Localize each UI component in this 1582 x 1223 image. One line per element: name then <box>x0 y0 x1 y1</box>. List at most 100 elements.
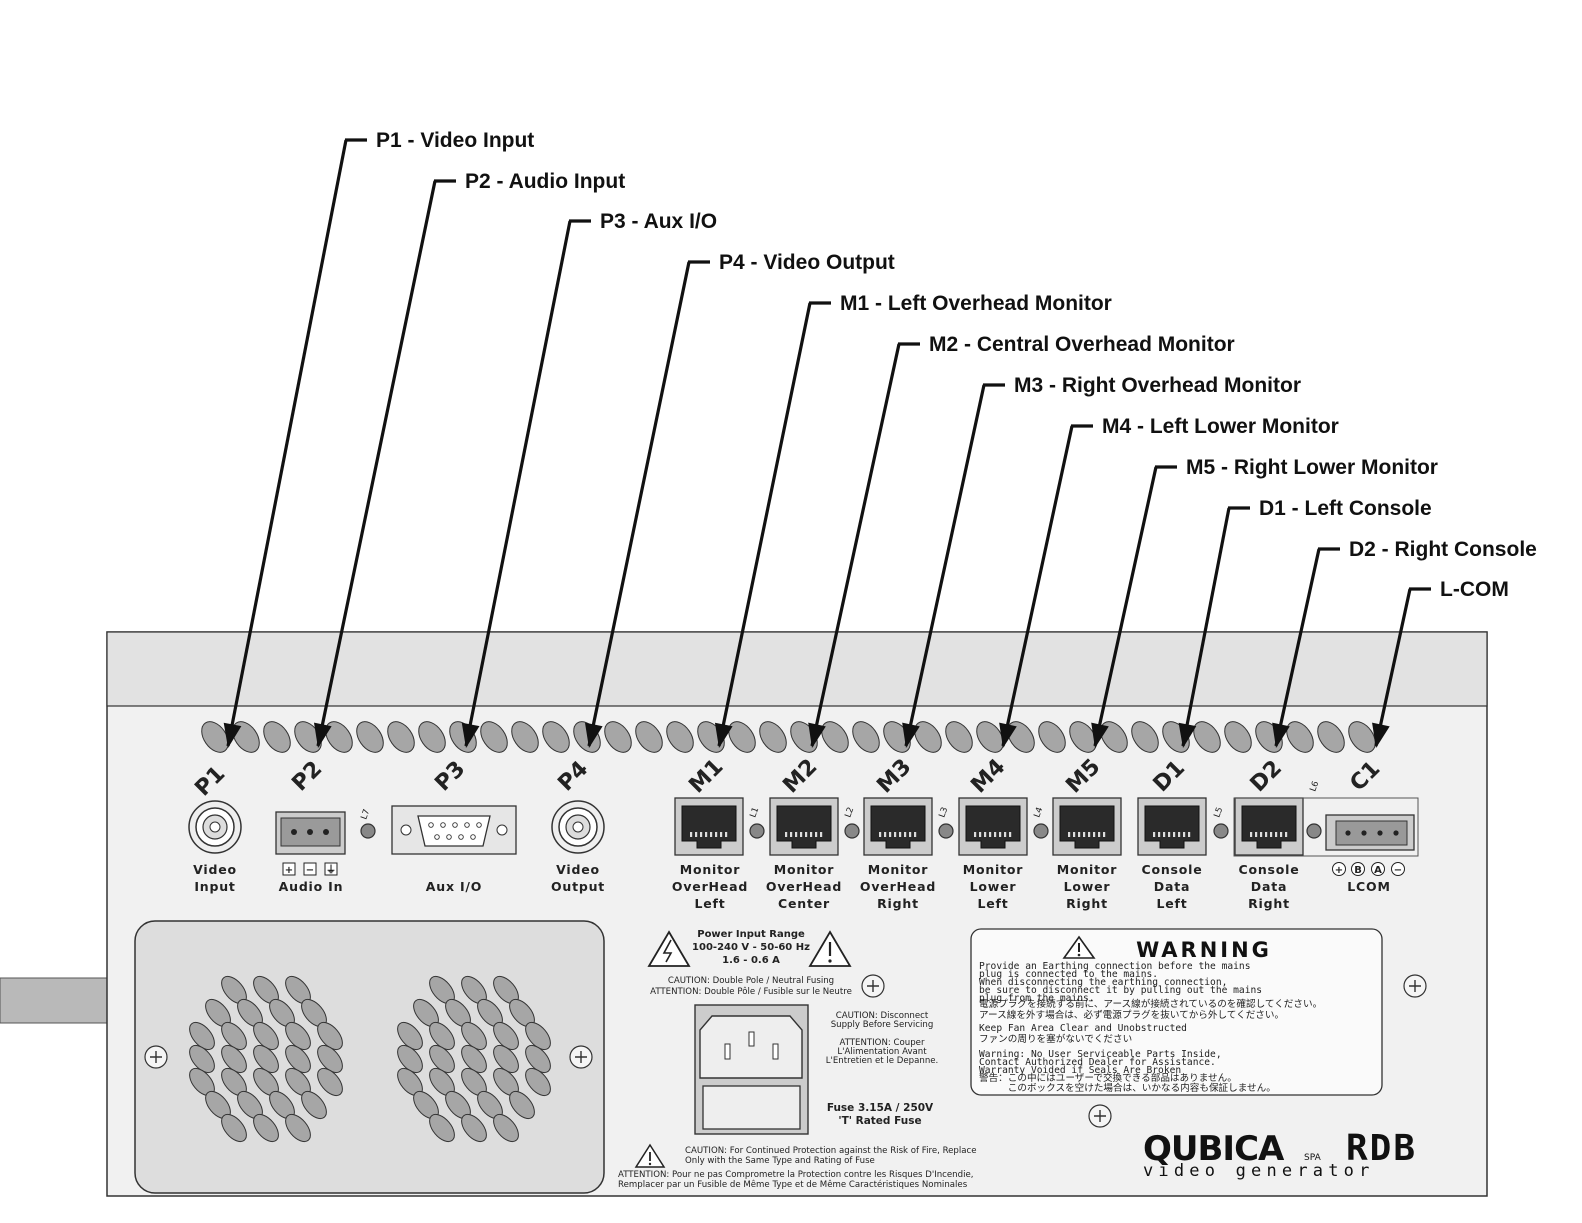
vent-slot <box>356 721 384 753</box>
fan-vent-slot <box>221 1113 247 1143</box>
vent-slot <box>1224 721 1252 753</box>
lcom-symbol-b: B <box>1354 865 1362 876</box>
fan-vent-slot <box>461 1113 487 1143</box>
top-strip <box>106 631 1488 707</box>
fire-fr-line-2: Remplacer par un Fusible de Même Type et… <box>618 1179 968 1190</box>
fuse-drawer[interactable] <box>702 1085 801 1130</box>
d1-caption-3: Left <box>1156 896 1187 911</box>
fire-warning-icon <box>634 1143 666 1168</box>
callout-label-p4: P4 - Video Output <box>719 251 895 274</box>
fan-vent-slot <box>493 1021 519 1051</box>
c1-caption: LCOM <box>1347 879 1390 894</box>
vent-slot <box>1348 721 1376 753</box>
m4-caption: Monitor Lower Left <box>963 862 1023 911</box>
led-l1-label: L1 <box>748 806 761 819</box>
vent-slot <box>852 721 880 753</box>
fuse-line-1: Fuse 3.15A / 250V <box>827 1102 934 1114</box>
m5-rj45-jack[interactable] <box>1052 797 1122 856</box>
power-range-line-3: 1.6 - 0.6 A <box>722 955 780 966</box>
m4-rj45-jack[interactable] <box>958 797 1028 856</box>
m2-caption: Monitor OverHead Center <box>766 862 841 911</box>
led-l4-label: L4 <box>1032 806 1045 819</box>
vent-slot <box>759 721 787 753</box>
disconnect-line-5: L'Alimentation Avant <box>837 1047 927 1057</box>
p3-caption: Aux I/O <box>426 879 482 894</box>
vent-slot <box>1100 721 1128 753</box>
callout-label-m5: M5 - Right Lower Monitor <box>1186 456 1438 479</box>
callout-p3: P3 - Aux I/O <box>461 210 717 748</box>
m1-rj45-jack[interactable] <box>674 797 744 856</box>
m2-caption-1: Monitor <box>774 862 835 877</box>
brand-suffix: SPA <box>1304 1153 1322 1163</box>
vent-slot <box>387 721 415 753</box>
callout-d2: D2 - Right Console <box>1272 538 1537 748</box>
callout-m1: M1 - Left Overhead Monitor <box>714 292 1112 748</box>
fan-vent-slot <box>525 1021 551 1051</box>
fan-vent-slot <box>397 1021 423 1051</box>
fusing-line-1: CAUTION: Double Pole / Neutral Fusing <box>668 976 834 986</box>
p4-video-output-connector[interactable] <box>551 800 605 854</box>
fire-line-1: CAUTION: For Continued Protection agains… <box>685 1146 977 1156</box>
warning-screw-right <box>1403 974 1427 998</box>
fusing-line-2: ATTENTION: Double Pôle / Fusible sur le … <box>650 986 852 997</box>
d1-rj45-jack[interactable] <box>1137 797 1207 856</box>
m2-caption-3: Center <box>778 896 830 911</box>
vent-slot <box>945 721 973 753</box>
warning-line-1: Provide an Earthing connection before th… <box>979 961 1250 972</box>
callout-label-d2: D2 - Right Console <box>1349 538 1537 561</box>
fan-vent-slot <box>493 1113 519 1143</box>
m1-caption-2: OverHead <box>672 879 748 894</box>
fan-vent-slot <box>317 1021 343 1051</box>
p4-caption-2: Output <box>551 879 605 894</box>
p3-aux-io-connector[interactable] <box>391 805 517 855</box>
audio-symbol-minus: − <box>306 865 314 876</box>
fire-line-2: Only with the Same Type and Rating of Fu… <box>685 1156 875 1166</box>
lcom-symbol-a: A <box>1374 865 1382 876</box>
disconnect-line-1: CAUTION: Disconnect <box>836 1011 929 1021</box>
p2-caption: Audio In <box>279 879 344 894</box>
p2-audio-input-connector[interactable] <box>275 811 346 855</box>
d2-caption: Console Data Right <box>1238 862 1298 911</box>
brand-model: RDB <box>1346 1128 1417 1169</box>
fan-screw-right <box>569 1045 593 1069</box>
m2-rj45-jack[interactable] <box>769 797 839 856</box>
m1-caption-3: Left <box>694 896 725 911</box>
callout-label-p3: P3 - Aux I/O <box>600 210 717 233</box>
m3-rj45-jack[interactable] <box>863 797 933 856</box>
callout-d1: D1 - Left Console <box>1178 497 1432 748</box>
fan-vent-slot <box>301 1090 327 1120</box>
warning-line-5: plug from the mains. <box>979 993 1095 1004</box>
fan-panel <box>134 920 605 1194</box>
led-l6 <box>1306 823 1322 839</box>
power-screw <box>861 974 885 998</box>
m3-caption-2: OverHead <box>860 879 936 894</box>
c1-lcom-connector[interactable] <box>1325 814 1415 851</box>
d2-caption-3: Right <box>1248 896 1290 911</box>
callout-label-m1: M1 - Left Overhead Monitor <box>840 292 1112 315</box>
p1-caption-1: Video <box>193 862 237 877</box>
vent-slot <box>201 721 229 753</box>
lightning-warning-icon <box>647 930 691 967</box>
iec-power-inlet[interactable] <box>694 1004 809 1135</box>
vent-slot <box>976 721 1004 753</box>
callout-c1: L-COM <box>1372 578 1509 748</box>
d2-rj45-jack[interactable] <box>1234 797 1304 856</box>
fan-vent-slot <box>525 1044 551 1074</box>
led-l4 <box>1033 823 1049 839</box>
audio-symbol-plus: + <box>285 865 293 876</box>
m1-caption: Monitor OverHead Left <box>672 862 748 911</box>
warning-jp1-line-1: 電源プラグを接続する前に、アース線が接続されているのを確認してください。 <box>979 998 1322 1010</box>
vent-slot <box>728 721 756 753</box>
vent-slot <box>1038 721 1066 753</box>
m1-caption-1: Monitor <box>680 862 741 877</box>
callout-label-d1: D1 - Left Console <box>1259 497 1432 520</box>
warning-jp3-line-1: 警告：この中にはユーザーで交換できる部品はありません。 <box>979 1072 1237 1084</box>
m5-caption-2: Lower <box>1064 879 1111 894</box>
warning-jp1-line-2: アース線を外す場合は、必ず電源プラグを抜いてから外してください。 <box>979 1009 1284 1021</box>
fan-vent-slot <box>429 1044 455 1074</box>
p1-video-input-connector[interactable] <box>188 800 242 854</box>
fan-vent-slot <box>397 1044 423 1074</box>
led-l3-label: L3 <box>937 806 950 819</box>
